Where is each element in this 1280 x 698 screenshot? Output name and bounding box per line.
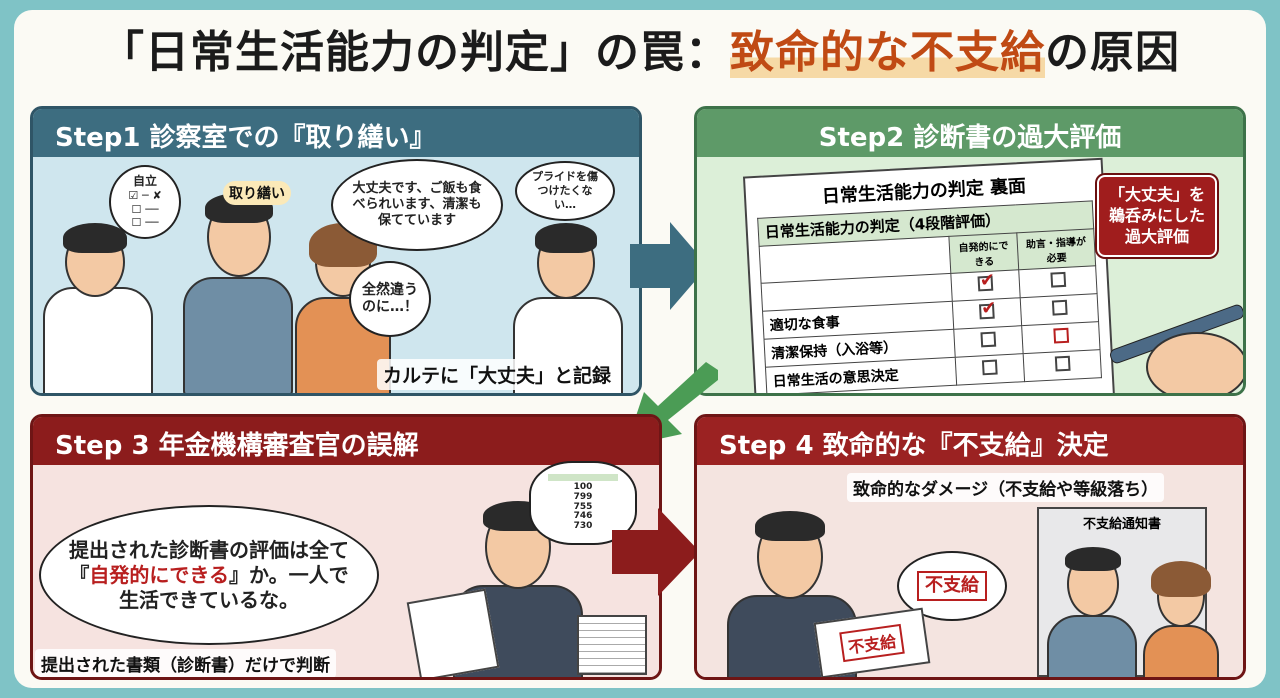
- col-header-independent: 自発的にできる: [948, 232, 1019, 274]
- speech-highlight: 自発的にできる: [89, 562, 229, 587]
- rejection-stamp-text: 不支給: [917, 570, 987, 602]
- rejection-speech-bubble: 不支給: [897, 551, 1007, 621]
- checkbox: [1051, 299, 1068, 316]
- evaluation-table: 日常生活能力の判定（4段階評価） 自発的にできる 助言・指導が必要 適切な食事 …: [757, 200, 1102, 393]
- checkbox: [980, 331, 997, 348]
- step1-illustration: 自立☑ ─ ✘☐ ──☐ ── 取り繕い 大丈夫です、ご飯も食べられいます、清潔…: [33, 157, 639, 393]
- document-held: [406, 588, 500, 677]
- examiner-speech-bubble: 提出された診断書の評価は全て『自発的にできる』か。一人で生活できているな。: [39, 505, 379, 645]
- speech-text: 』か。一人で生活できているな。: [119, 562, 349, 612]
- page-title: 「日常生活能力の判定」の罠：致命的な不支給の原因: [20, 16, 1260, 80]
- table-value: 746: [573, 511, 593, 522]
- table-value: 799: [573, 491, 593, 502]
- arrow-right-icon: [612, 508, 700, 596]
- title-suffix: の原因: [1045, 27, 1180, 78]
- step2-illustration: 日常生活能力の判定 裏面 日常生活能力の判定（4段階評価） 自発的にできる 助言…: [697, 157, 1243, 393]
- table-value: 755: [573, 501, 593, 512]
- checklist-thought-bubble: 自立☑ ─ ✘☐ ──☐ ──: [109, 165, 181, 239]
- table-value: 100: [573, 481, 593, 492]
- table-value: 730: [573, 521, 593, 532]
- checkbox: [1049, 271, 1066, 288]
- checkbox-checked: [977, 275, 994, 292]
- patient-speech-bubble: 大丈夫です、ご飯も食べられいます、清潔も保てています: [331, 159, 503, 251]
- title-prefix: 「日常生活能力の判定」の罠：: [100, 27, 730, 78]
- step4-illustration: 致命的なダメージ（不支給や等級落ち） 不支給 不支給 不支給通知書: [697, 465, 1243, 677]
- checklist-label: 自立: [132, 173, 157, 188]
- step3-caption: 提出された書類（診断書）だけで判断: [35, 649, 336, 677]
- checkbox: [1054, 355, 1071, 372]
- arrow-right-icon: [630, 222, 708, 310]
- document-stack: [577, 615, 647, 675]
- title-highlight: 致命的な不支給: [730, 27, 1045, 78]
- step4-panel: Step 4 致命的な『不支給』決定 致命的なダメージ（不支給や等級落ち） 不支…: [694, 414, 1246, 680]
- step1-caption: カルテに「大丈夫」と記録: [377, 359, 618, 390]
- step3-header: Step 3 年金機構審査官の誤解: [33, 417, 659, 465]
- step3-panel: Step 3 年金機構審査官の誤解 提出された診断書の評価は全て『自発的にできる…: [30, 414, 662, 680]
- overestimation-callout: 「大丈夫」を鵜呑みにした過大評価: [1097, 175, 1217, 258]
- step2-panel: Step2 診断書の過大評価 日常生活能力の判定 裏面 日常生活能力の判定（4段…: [694, 106, 1246, 396]
- step2-header: Step2 診断書の過大評価: [697, 109, 1243, 157]
- step4-header: Step 4 致命的な『不支給』決定: [697, 417, 1243, 465]
- stamp-mark: 不支給: [839, 623, 905, 663]
- notice-title: 不支給通知書: [1082, 517, 1161, 532]
- toritsukuroi-label: 取り繕い: [223, 181, 291, 205]
- doctor-thought-bubble: プライドを傷つけたくない…: [515, 161, 615, 221]
- damage-caption: 致命的なダメージ（不支給や等級落ち）: [847, 473, 1165, 502]
- step1-header: Step1 診察室での『取り繕い』: [33, 109, 639, 157]
- col-header-needs-advice: 助言・指導が必要: [1016, 228, 1096, 270]
- speech-text: 提出された診断書の評価は全て『: [69, 537, 349, 587]
- step3-illustration: 提出された診断書の評価は全て『自発的にできる』か。一人で生活できているな。 10…: [33, 461, 659, 677]
- pen-icon: [1110, 304, 1243, 393]
- checkbox-checked: [979, 303, 995, 320]
- wife-thought-bubble: 全然違うのに…！: [349, 261, 431, 337]
- checkbox: [981, 359, 998, 376]
- checkbox-highlighted: [1052, 327, 1069, 344]
- step1-panel: Step1 診察室での『取り繕い』 自立☑ ─ ✘☐ ──☐ ──: [30, 106, 642, 396]
- diagnosis-form: 日常生活能力の判定 裏面 日常生活能力の判定（4段階評価） 自発的にできる 助言…: [742, 157, 1116, 393]
